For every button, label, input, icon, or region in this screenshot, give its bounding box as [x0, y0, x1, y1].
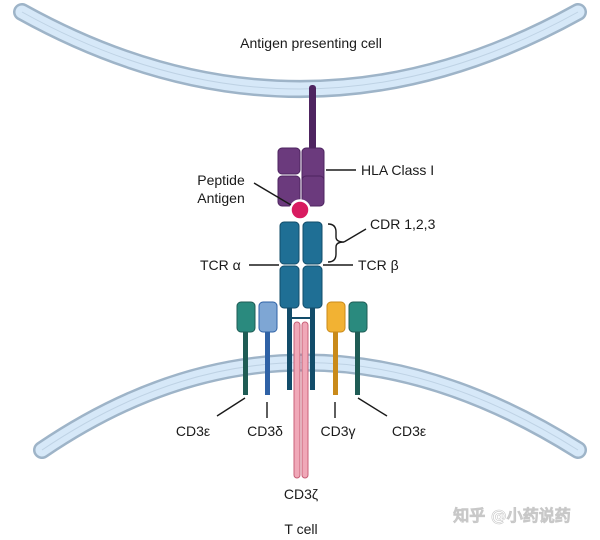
peptide-label-line1: Peptide: [197, 172, 245, 188]
cd3-epsilon-right: [348, 301, 368, 395]
cd3-gamma: [326, 301, 346, 395]
tcr-beta-chain: [302, 221, 323, 390]
cd3-epsilon-left: [236, 301, 256, 395]
tcr-alpha-chain: [279, 221, 300, 390]
cd3e-right-label: CD3ε: [392, 423, 426, 439]
peptide-antigen: [289, 199, 311, 221]
peptide-leader: [253, 182, 292, 206]
tcell-label: T cell: [284, 521, 317, 537]
cd3e-left-leader: [216, 397, 246, 417]
cd3e-left-label: CD3ε: [176, 423, 210, 439]
tcr-beta-label: TCR β: [358, 257, 399, 273]
hla-label: HLA Class I: [361, 162, 434, 178]
cd3z-label: CD3ζ: [284, 486, 318, 502]
apc-membrane: [13, 3, 587, 98]
watermark-text: 知乎 @小药说药: [453, 506, 571, 525]
cd3e-right-leader: [357, 397, 388, 417]
cdr-label: CDR 1,2,3: [370, 216, 436, 232]
hla-class-i: [277, 147, 325, 207]
peptide-label-line2: Antigen: [197, 190, 244, 206]
cdr-bracket: [327, 223, 345, 263]
tcr-alpha-label: TCR α: [200, 257, 241, 273]
cd3d-label: CD3δ: [247, 423, 283, 439]
cd3g-label: CD3γ: [320, 423, 355, 439]
cd3-zeta: [293, 321, 309, 479]
cd3-delta: [258, 301, 278, 395]
leader-lines: [216, 169, 388, 418]
cdr-leader: [343, 228, 367, 243]
apc-label: Antigen presenting cell: [240, 35, 382, 51]
hla-stalk: [309, 85, 316, 150]
